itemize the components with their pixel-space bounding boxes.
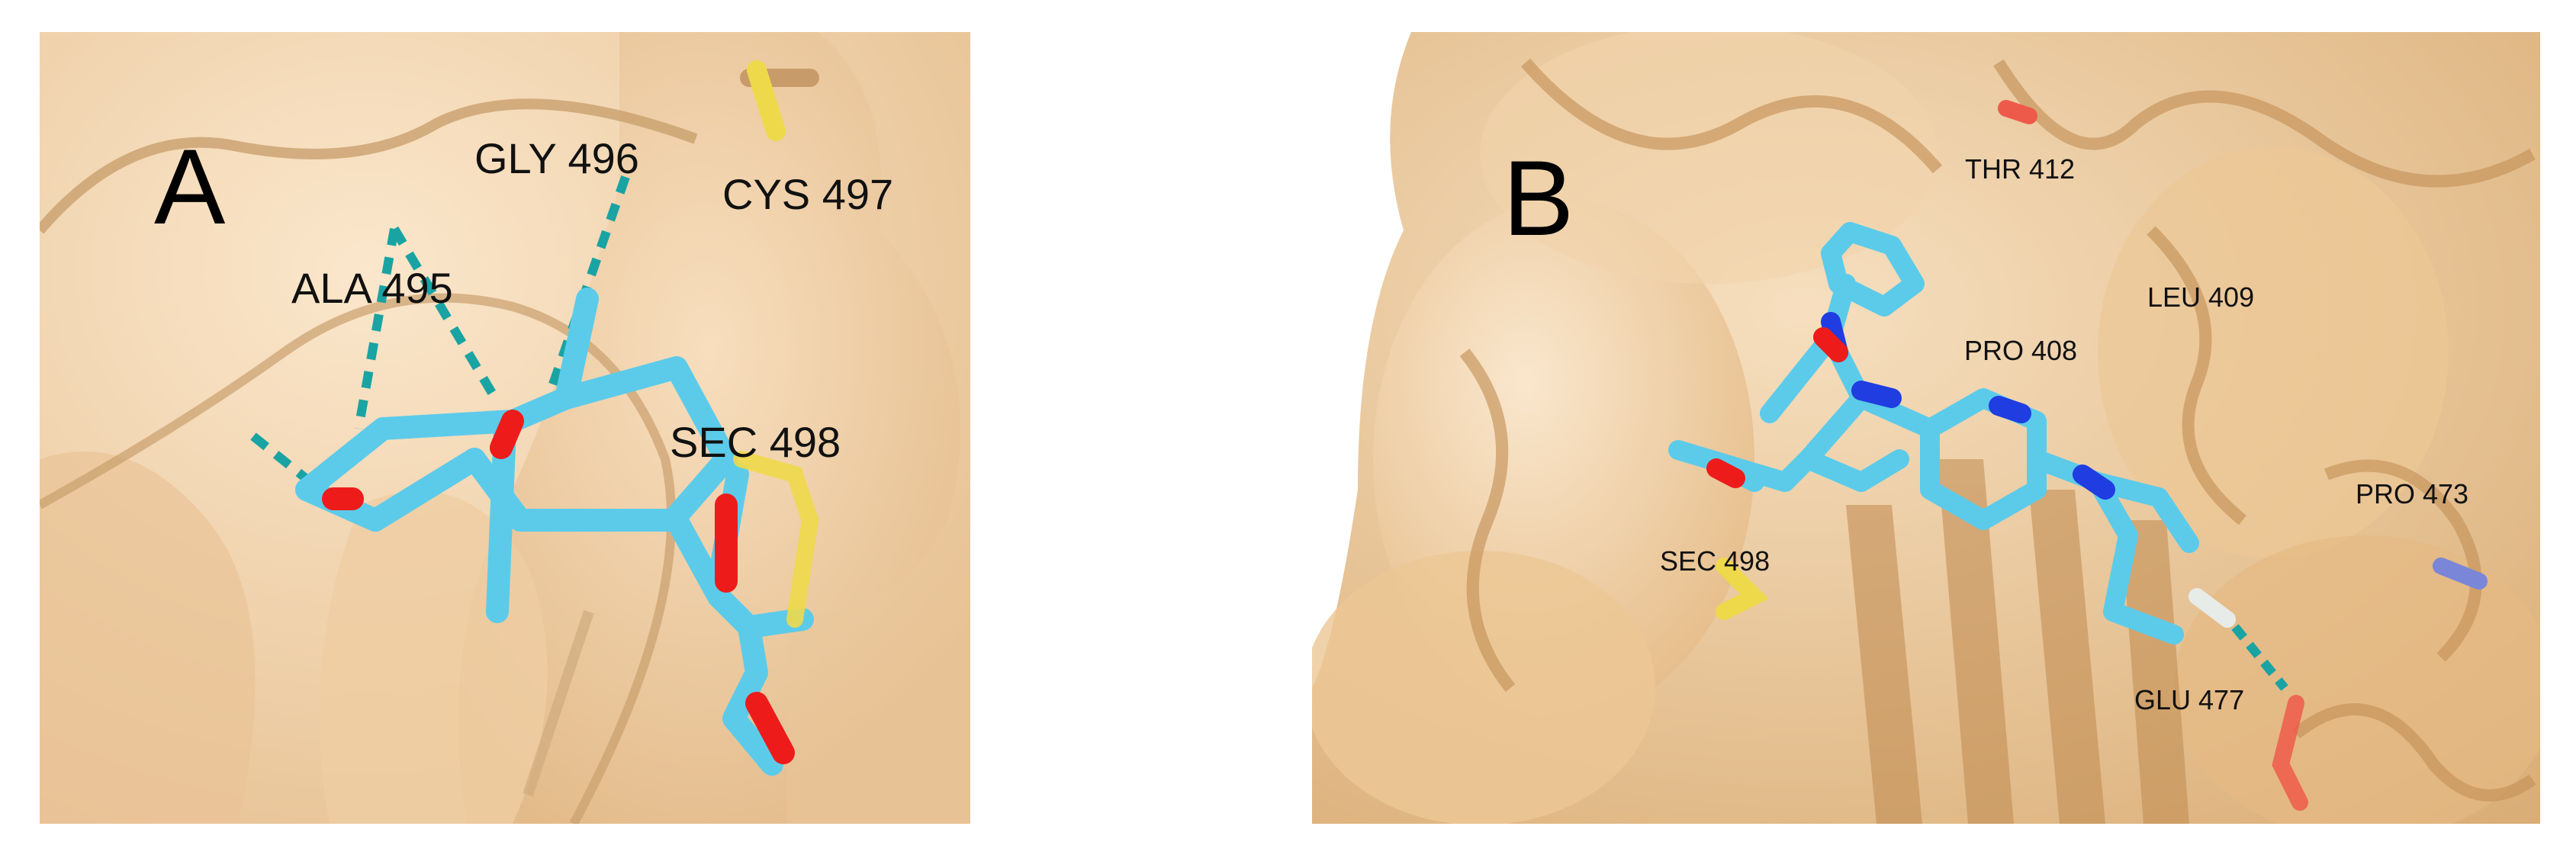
protein-ribbon bbox=[523, 609, 594, 797]
residue-label-pro-408: PRO 408 bbox=[1964, 335, 2078, 366]
protein-surface-blob bbox=[1312, 551, 1655, 824]
protein-surface-blob bbox=[40, 452, 256, 824]
thr-412-sidechain bbox=[1998, 100, 2037, 124]
glu-477-sidechain bbox=[2272, 695, 2308, 811]
panel-a-molecular-render bbox=[40, 32, 970, 824]
protein-ribbon bbox=[40, 98, 698, 234]
panel-b-molecular-render bbox=[1312, 32, 2540, 824]
residue-label-thr-412: THR 412 bbox=[1965, 153, 2076, 185]
residue-label-pro-473: PRO 473 bbox=[2356, 478, 2469, 510]
protein-surface-blob bbox=[2098, 146, 2449, 558]
residue-label-leu-409: LEU 409 bbox=[2147, 281, 2255, 313]
ligand-oxygen-atoms bbox=[1706, 327, 1848, 488]
ligand-nh bbox=[2188, 588, 2236, 628]
protein-ribbon bbox=[40, 293, 676, 824]
residue-label-cys-497: CYS 497 bbox=[722, 170, 894, 218]
sec-sidechain bbox=[733, 451, 819, 628]
residue-label-sec-498: SEC 498 bbox=[670, 418, 841, 466]
residue-label-ala-495: ALA 495 bbox=[291, 264, 453, 312]
residue-label-gly-496: GLY 496 bbox=[474, 134, 639, 182]
pro-473-sidechain bbox=[2433, 558, 2488, 590]
panel-a-letter: A bbox=[154, 127, 226, 246]
panel-b: B THR 412 LEU 409 PRO 408 PRO 473 SEC 49… bbox=[1312, 32, 2540, 824]
panel-b-letter: B bbox=[1503, 138, 1574, 258]
surface-edge-gap bbox=[1312, 32, 1411, 490]
hydrogen-bonds bbox=[250, 175, 630, 486]
protein-surface-blob bbox=[1480, 32, 1938, 284]
sec-498-sidechain bbox=[1716, 558, 1769, 620]
protein-surface-blob bbox=[2174, 535, 2540, 824]
hydrogen-bond bbox=[2231, 624, 2288, 691]
residue-label-sec-498: SEC 498 bbox=[1660, 545, 1770, 577]
panel-a: A GLY 496 CYS 497 ALA 495 SEC 498 bbox=[40, 32, 970, 824]
ligand-oxygen-atoms bbox=[322, 410, 795, 764]
cys-sulfur bbox=[747, 60, 786, 141]
residue-label-glu-477: GLU 477 bbox=[2134, 684, 2245, 715]
beta-strands bbox=[1846, 459, 2189, 824]
protein-ribbons bbox=[1459, 58, 2536, 802]
